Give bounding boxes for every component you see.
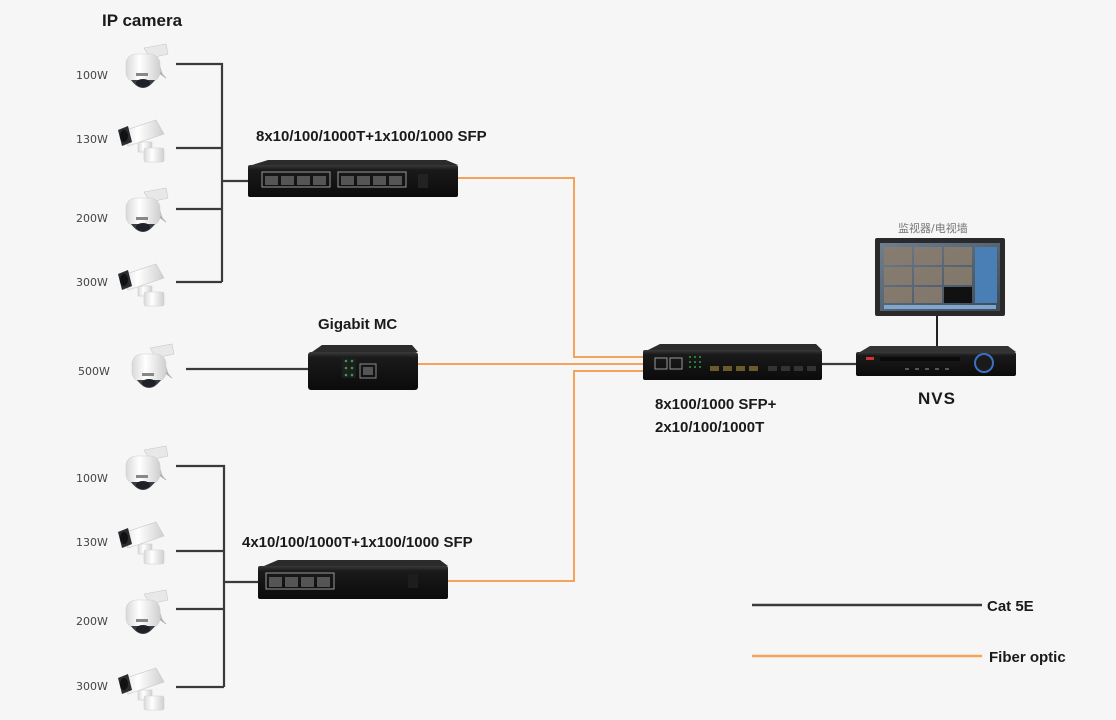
watt-label: 100W [76,472,108,485]
top-switch-device [248,160,458,197]
watt-label: 130W [76,536,108,549]
watt-label: 200W [76,615,108,628]
watt-label: 130W [76,133,108,146]
bottom-switch-device [258,560,448,599]
top-switch-label: 8x10/100/1000T+1x100/1000 SFP [256,128,487,145]
camera-bottom-3 [125,589,169,635]
ip-camera-heading: IP camera [102,11,183,30]
legend: Cat 5E Fiber optic [752,598,1066,666]
gigabit-mc-label: Gigabit MC [318,316,397,333]
cat5e-wires-top [176,62,250,284]
camera-top-1 [125,43,169,89]
bottom-switch-label: 4x10/100/1000T+1x100/1000 SFP [242,534,473,551]
legend-cat5e-label: Cat 5E [987,598,1034,615]
core-switch-label-line1: 8x100/1000 SFP+ [655,396,777,413]
monitor-label: 监视器/电视墙 [898,221,968,235]
core-switch-label-line2: 2x10/100/1000T [655,419,764,436]
nvs-label: NVS [918,389,956,408]
cat5e-wires-bottom [176,464,262,689]
watt-label: 300W [76,680,108,693]
camera-bottom-2 [117,521,165,565]
watt-label: 200W [76,212,108,225]
camera-top-2 [117,119,165,163]
legend-fiber-label: Fiber optic [989,649,1066,666]
core-switch-device [643,344,822,380]
monitor-device [875,238,1005,316]
watt-label: 100W [76,69,108,82]
camera-bottom-1 [125,445,169,491]
watt-label: 500W [78,365,110,378]
camera-bottom-4 [117,667,165,711]
watt-label: 300W [76,276,108,289]
camera-top-3 [125,187,169,233]
camera-top-4 [117,263,165,307]
camera-middle [131,343,175,389]
media-converter-device [308,345,418,390]
fiber-wires [418,177,645,582]
nvs-device [856,346,1016,376]
